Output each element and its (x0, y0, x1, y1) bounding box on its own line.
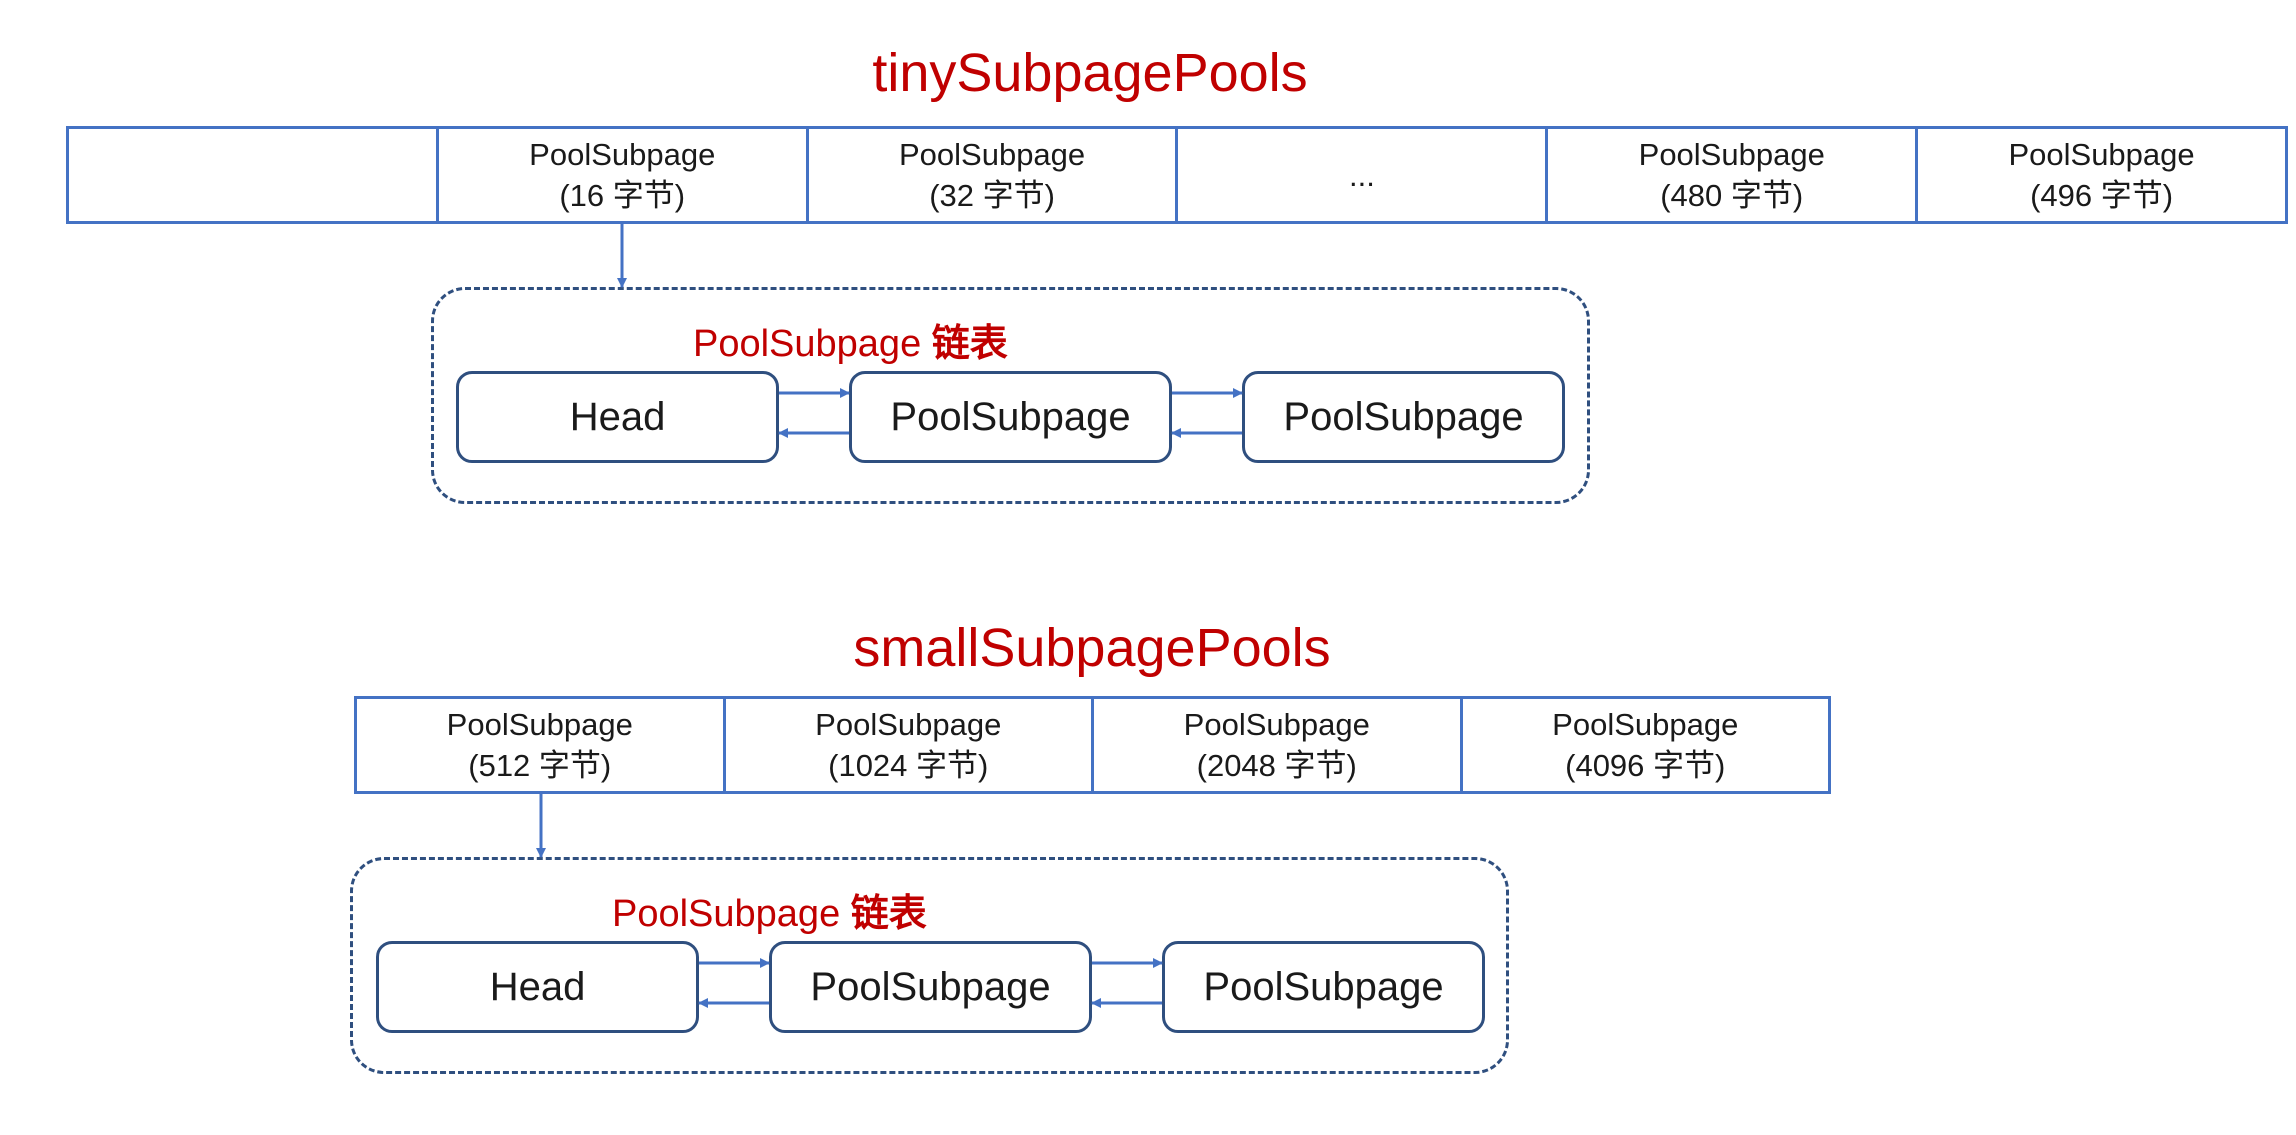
cell-size: (2048 字节) (1196, 748, 1357, 783)
cell-name: PoolSubpage (1183, 707, 1370, 742)
tiny-subpage-node-1: PoolSubpage (849, 371, 1172, 463)
small-linked-list-group (350, 857, 1509, 1074)
cell-ellipsis: ... (1348, 157, 1375, 193)
cell-name: PoolSubpage (1552, 707, 1739, 742)
tiny-head-node: Head (456, 371, 779, 463)
cell-size: (32 字节) (929, 178, 1055, 213)
cell-size: (1024 字节) (828, 748, 989, 783)
tiny-cell-0 (69, 129, 436, 221)
cell-name: PoolSubpage (529, 137, 716, 172)
small-pools-array: PoolSubpage (512 字节) PoolSubpage (1024 字节)… (354, 696, 1831, 794)
small-pools-title: smallSubpagePools (853, 618, 1331, 678)
tiny-cell-ellipsis: ... (1175, 129, 1545, 221)
small-linked-list-label: PoolSubpage 链表 (612, 893, 927, 935)
small-cell-1024: PoolSubpage (1024 字节) (722, 699, 1092, 791)
small-subpage-node-2: PoolSubpage (1162, 941, 1485, 1033)
cell-name: PoolSubpage (815, 707, 1002, 742)
cell-name: PoolSubpage (1638, 137, 1825, 172)
cell-name: PoolSubpage (446, 707, 633, 742)
small-cell-4096: PoolSubpage (4096 字节) (1459, 699, 1829, 791)
tiny-linked-list-label: PoolSubpage 链表 (693, 323, 1008, 365)
small-cell-2048: PoolSubpage (2048 字节) (1091, 699, 1460, 791)
cell-size: (496 字节) (2030, 178, 2174, 213)
tiny-linked-list-group (431, 287, 1590, 504)
tiny-cell-32: PoolSubpage (32 字节) (805, 129, 1176, 221)
cell-name: PoolSubpage (898, 137, 1086, 172)
tiny-cell-496: PoolSubpage (496 字节) (1915, 129, 2285, 221)
tiny-cell-16: PoolSubpage (16 字节) (435, 129, 806, 221)
cell-size: (480 字节) (1660, 178, 1804, 213)
tiny-cell-480: PoolSubpage (480 字节) (1545, 129, 1915, 221)
tiny-pools-title: tinySubpagePools (872, 43, 1308, 103)
tiny-pools-array: PoolSubpage (16 字节) PoolSubpage (32 字节) ..… (66, 126, 2288, 224)
cell-size: (512 字节) (468, 748, 612, 783)
small-cell-512: PoolSubpage (512 字节) (357, 699, 723, 791)
small-subpage-node-1: PoolSubpage (769, 941, 1092, 1033)
cell-size: (16 字节) (559, 178, 686, 213)
tiny-subpage-node-2: PoolSubpage (1242, 371, 1565, 463)
small-head-node: Head (376, 941, 699, 1033)
cell-size: (4096 字节) (1565, 748, 1726, 783)
cell-name: PoolSubpage (2008, 137, 2195, 172)
